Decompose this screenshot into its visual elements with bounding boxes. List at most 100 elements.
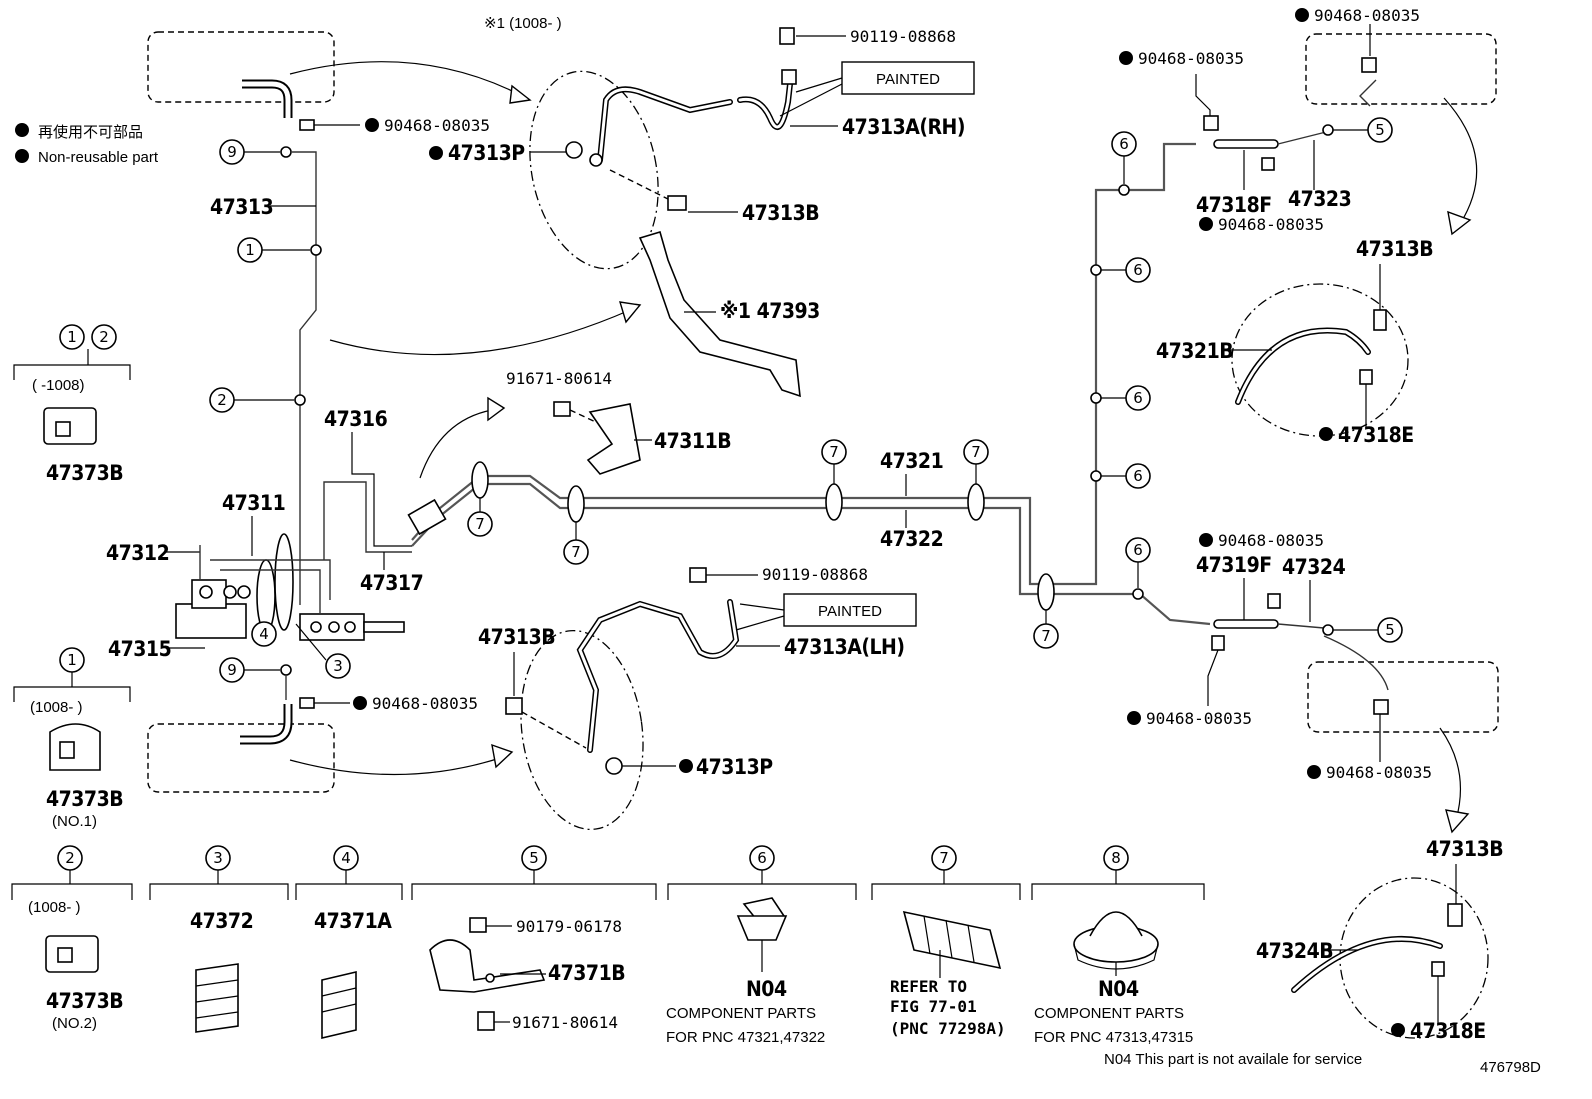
bolt-icon [553,401,571,417]
svg-text:1: 1 [67,651,77,669]
clamp-7 [1037,573,1055,611]
svg-text:7: 7 [939,849,949,867]
gasket-icon [565,141,583,159]
svg-text:3: 3 [333,657,343,675]
union-47319f-icon [1213,619,1279,629]
label-47315: 47315 [108,637,171,661]
svg-text:5: 5 [1375,121,1385,139]
svg-text:6: 6 [1133,261,1143,279]
box8-l1: COMPONENT PARTS [1034,1005,1184,1022]
callout-5 [1367,117,1393,143]
label-47321b: 47321B [1156,339,1233,363]
callout-5 [1377,617,1403,643]
svg-text:1: 1 [67,328,77,346]
label-91671-top: 91671-80614 [506,369,612,388]
svg-text:3: 3 [213,849,223,867]
detail-box-bottom-left [147,723,335,793]
clip-icon [1203,115,1219,131]
bolt-icon [477,1011,495,1031]
panel-a-range: ( -1008) [32,377,85,394]
svg-text:5: 5 [1385,621,1395,639]
svg-text:6: 6 [1119,135,1129,153]
callout-6 [1125,257,1151,283]
panel-b-sub: (NO.1) [52,813,97,830]
box7-l3: (PNC 77298A) [890,1019,1006,1038]
clamp-47371b-icon [429,939,546,993]
bolt-icon [505,697,523,715]
clamp-47372-icon [195,963,239,1033]
label-47313b-top: 47313B [742,201,819,225]
callout-1-panel-a [59,324,85,350]
label-47313b-r1: 47313B [1356,237,1433,261]
box2-range: (1008- ) [28,899,81,916]
detail-circle-mid [520,629,644,831]
label-90468-r2: 90468-08035 [1314,6,1420,25]
gasket-icon [605,757,623,775]
bolt-icon [779,27,795,45]
bolt-icon [667,195,687,211]
union-47318f-icon [1213,139,1279,149]
clamp-47371a-icon [321,970,357,1040]
svg-text:9: 9 [227,661,237,679]
label-90468-r6: 90468-08035 [1326,763,1432,782]
label-90119-top: 90119-08868 [850,27,956,46]
detail-box-bottom-right [1307,661,1499,733]
clip-icon [1361,57,1377,73]
box5-p3: 91671-80614 [512,1013,618,1032]
label-90468-r4: 90468-08035 [1218,531,1324,550]
footer-note: N04 This part is not availale for servic… [1104,1051,1362,1068]
box6-l1: COMPONENT PARTS [666,1005,816,1022]
label-47313b-mid: 47313B [478,625,555,649]
clip-icon [299,119,315,131]
label-47312: 47312 [106,541,169,565]
svg-text:6: 6 [1133,467,1143,485]
box5-p2: 47371B [548,961,625,985]
callout-6 [1125,463,1151,489]
pipe-end-top [242,79,293,118]
svg-text:7: 7 [475,515,485,533]
label-47324: 47324 [1282,555,1346,579]
bolt-icon [1373,309,1387,331]
clamp-7 [567,485,585,523]
label-47313p-bottom: 47313P [696,755,773,779]
clip-icon [1373,699,1389,715]
svg-text:PAINTED: PAINTED [876,71,940,88]
svg-text:6: 6 [1133,389,1143,407]
svg-text:6: 6 [1133,541,1143,559]
svg-text:7: 7 [971,443,981,461]
svg-text:8: 8 [1111,849,1121,867]
detail-arrow-top [289,61,531,101]
label-panel-b-47373b: 47373B [46,787,123,811]
label-47311: 47311 [222,491,285,515]
label-47317: 47317 [360,571,423,595]
callout-2-panel-a [91,324,117,350]
label-47318f: 47318F [1196,193,1272,217]
label-47324b: 47324B [1256,939,1333,963]
label-47316: 47316 [324,407,388,431]
union-icon [407,498,447,536]
clamp-7 [471,461,489,499]
painted-box-mid [783,593,917,627]
label-47323: 47323 [1288,187,1351,211]
label-47311b: 47311B [654,429,731,453]
box6-l2: FOR PNC 47321,47322 [666,1029,825,1046]
label-90468-r3: 90468-08035 [1218,215,1324,234]
callout-4 [251,621,277,647]
top-note: ※1 (1008- ) [484,15,562,32]
clamp-oval [256,559,276,633]
label-47321: 47321 [880,449,943,473]
label-47313a-lh: 47313A(LH) [784,635,904,659]
label-90468-r5: 90468-08035 [1146,709,1252,728]
label-47313b-r2: 47313B [1426,837,1503,861]
bracket-47393-icon [638,231,801,398]
svg-text:7: 7 [829,443,839,461]
clip-icon [299,697,315,709]
bolt-icon [689,567,707,583]
box4-part: 47371A [314,909,392,933]
box6-code: N04 [746,977,787,1001]
bolt-icon [1447,903,1463,927]
non-reusable-dot-icon [15,123,29,137]
arrow-to-47393 [329,309,631,356]
clip-icon [1267,593,1281,609]
